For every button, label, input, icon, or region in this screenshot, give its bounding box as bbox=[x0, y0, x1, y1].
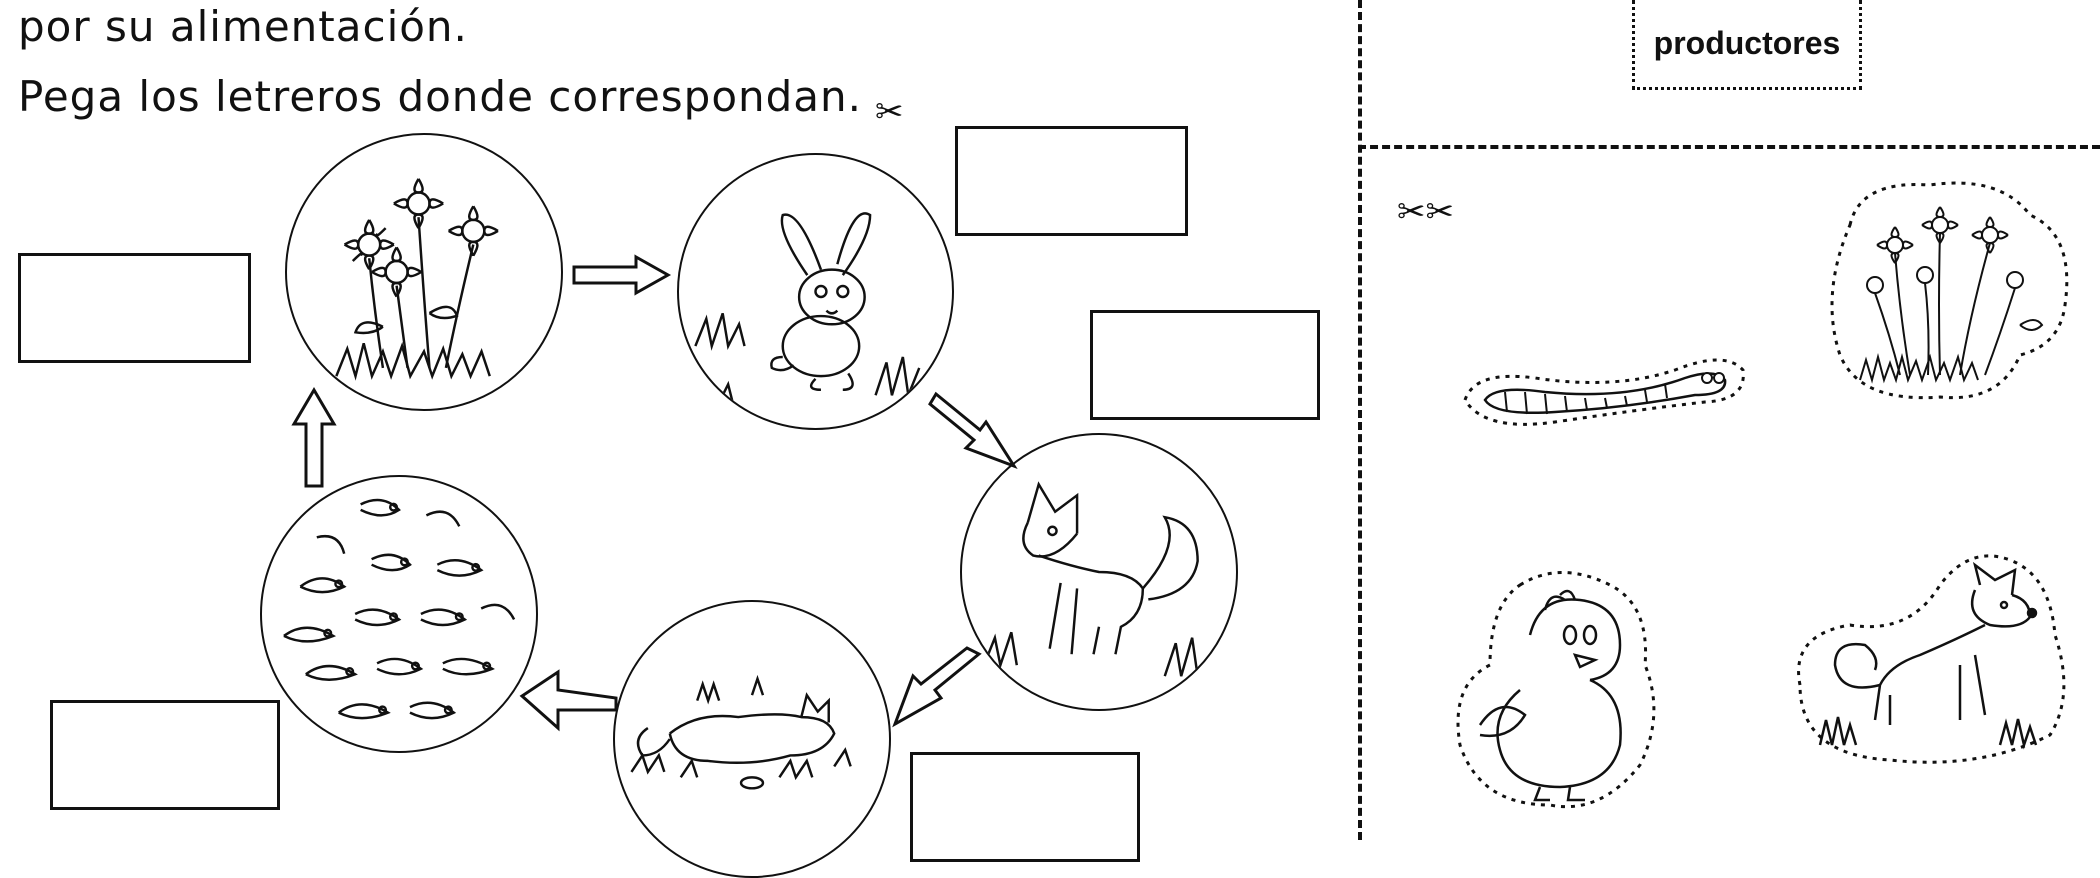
instruction-line-1: por su alimentación. bbox=[18, 2, 468, 51]
arrow-rabbit-to-fox bbox=[928, 391, 1018, 469]
rabbit-circle bbox=[677, 153, 954, 430]
flowers-drawing bbox=[335, 178, 499, 381]
fox-drawing bbox=[982, 481, 1199, 677]
scissors-icon: ✂ bbox=[875, 92, 904, 132]
dead-animal-drawing bbox=[630, 674, 852, 790]
chick-drawing bbox=[1456, 571, 1656, 809]
label-box-decomposer[interactable] bbox=[50, 700, 280, 810]
cutout-chick[interactable] bbox=[1450, 565, 1690, 815]
arrow-dead-animal-to-decomposers bbox=[519, 669, 618, 732]
decomposers-circle bbox=[260, 475, 538, 753]
arrow-flowers-to-rabbit bbox=[572, 254, 672, 296]
worm-drawing bbox=[1463, 358, 1745, 426]
scissors-pair-icon: ✂✂ bbox=[1397, 192, 1454, 232]
label-box-dead-animal[interactable] bbox=[910, 752, 1140, 862]
label-card-productores[interactable]: productores bbox=[1632, 0, 1862, 90]
decomposers-drawing bbox=[283, 498, 516, 720]
arrow-decomposers-to-flowers bbox=[291, 387, 337, 488]
fox-circle bbox=[960, 433, 1238, 711]
cutout-worm[interactable] bbox=[1455, 340, 1750, 435]
instruction-line-2: Pega los letreros donde correspondan. bbox=[18, 72, 863, 121]
horizontal-cut-line bbox=[1358, 145, 2100, 149]
cutout-flowers[interactable] bbox=[1820, 175, 2075, 405]
label-box-producer[interactable] bbox=[18, 253, 251, 363]
flowers-circle bbox=[285, 133, 563, 411]
label-box-secondary-consumer[interactable] bbox=[1090, 310, 1320, 420]
cutout-fox[interactable] bbox=[1780, 545, 2080, 770]
cutout-fox-drawing bbox=[1797, 554, 2066, 764]
arrow-fox-to-dead-animal bbox=[892, 646, 982, 728]
cutout-flowers-drawing bbox=[1830, 181, 2069, 400]
label-card-text: productores bbox=[1653, 25, 1841, 61]
label-box-primary-consumer[interactable] bbox=[955, 126, 1188, 236]
dead-animal-circle bbox=[613, 600, 891, 878]
rabbit-drawing bbox=[694, 212, 921, 407]
vertical-cut-line bbox=[1358, 0, 1362, 840]
